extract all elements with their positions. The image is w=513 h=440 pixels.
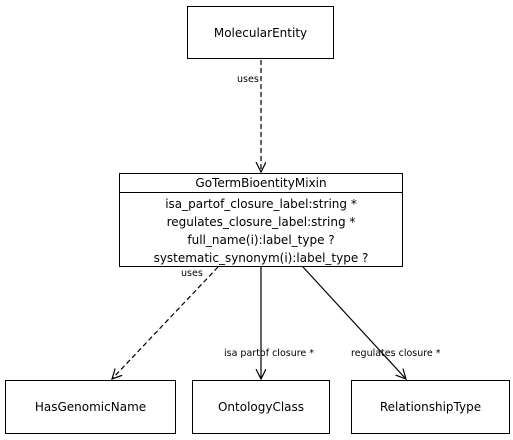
attribute-systematic-synonym: systematic_synonym(i):label_type ?	[153, 251, 369, 265]
class-molecular-entity-label: MolecularEntity	[213, 25, 308, 40]
class-ontology-class[interactable]: OntologyClass	[192, 380, 330, 434]
edge-uses-genomic	[112, 266, 219, 379]
class-molecular-entity[interactable]: MolecularEntity	[187, 6, 334, 59]
attribute-regulates-closure-label: regulates_closure_label:string *	[166, 215, 356, 229]
edge-regulates-closure	[302, 266, 406, 379]
attribute-full-name: full_name(i):label_type ?	[187, 233, 335, 247]
class-goterm-bioentity-mixin[interactable]: GoTermBioentityMixin isa_partof_closure_…	[119, 173, 403, 267]
class-mixin-attributes: isa_partof_closure_label:string * regula…	[120, 193, 402, 267]
attribute-isa-partof-closure-label: isa_partof_closure_label:string *	[165, 197, 357, 211]
class-has-genomic-name[interactable]: HasGenomicName	[5, 380, 176, 434]
class-relationship-type[interactable]: RelationshipType	[351, 380, 510, 434]
class-ontology-class-label: OntologyClass	[217, 400, 305, 414]
class-has-genomic-name-label: HasGenomicName	[34, 400, 147, 414]
class-mixin-title: GoTermBioentityMixin	[120, 174, 402, 193]
edge-label-regulates-closure: regulates closure *	[351, 348, 441, 359]
class-relationship-type-label: RelationshipType	[379, 400, 482, 414]
edge-label-isa-partof-closure: isa partof closure *	[224, 348, 315, 359]
edge-label-uses-left: uses	[181, 268, 203, 279]
edge-label-uses-top: uses	[237, 74, 259, 85]
